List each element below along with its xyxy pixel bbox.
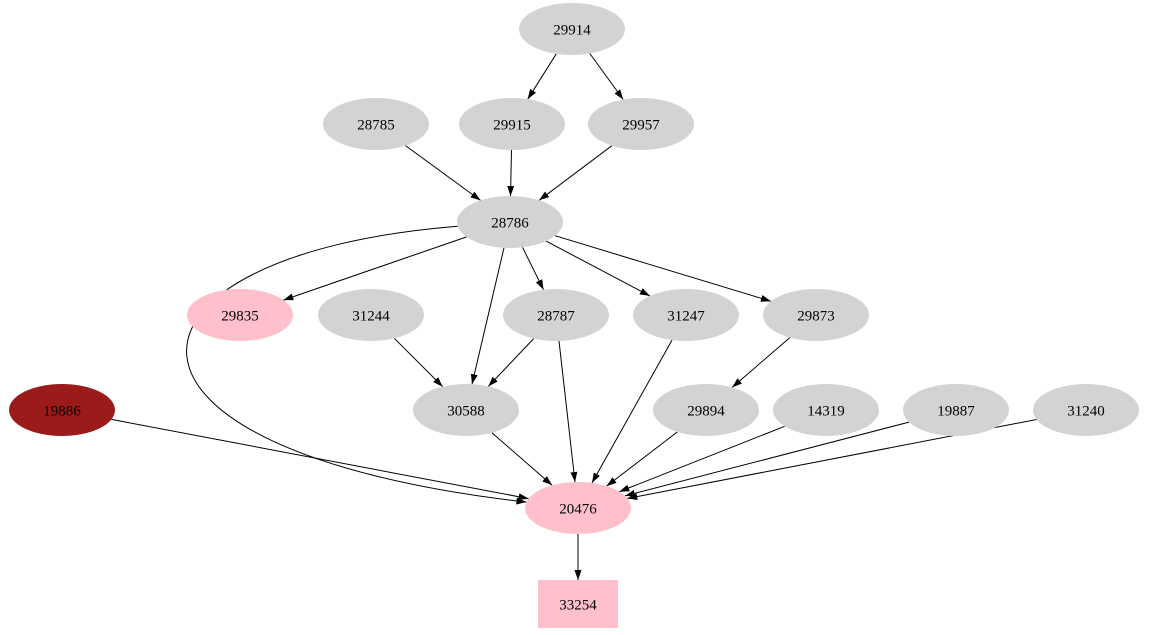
node-ellipse-14319 bbox=[773, 384, 879, 436]
graph-node-31244: 31244 bbox=[318, 289, 424, 341]
node-ellipse-30588 bbox=[413, 384, 519, 436]
edge-28786-20476 bbox=[186, 225, 527, 505]
edge-29894-20476 bbox=[606, 431, 678, 487]
node-label-19887: 19887 bbox=[937, 403, 975, 419]
node-label-31240: 31240 bbox=[1067, 403, 1105, 419]
graph-node-19887: 19887 bbox=[903, 384, 1009, 436]
edge-30588-20476 bbox=[491, 432, 553, 486]
node-ellipse-19886 bbox=[9, 384, 115, 436]
node-label-20476: 20476 bbox=[559, 501, 597, 517]
node-label-28786: 28786 bbox=[491, 215, 529, 231]
node-label-31247: 31247 bbox=[667, 308, 705, 324]
node-label-14319: 14319 bbox=[807, 403, 845, 419]
node-label-30588: 30588 bbox=[447, 403, 485, 419]
edge-19886-20476 bbox=[111, 418, 529, 501]
graph-node-20476: 20476 bbox=[525, 482, 631, 534]
node-ellipse-31244 bbox=[318, 289, 424, 341]
graph-node-30588: 30588 bbox=[413, 384, 519, 436]
node-label-33254: 33254 bbox=[559, 597, 597, 613]
edge-28787-20476 bbox=[558, 340, 578, 483]
graph-node-31240: 31240 bbox=[1033, 384, 1139, 436]
edge-29914-29915 bbox=[527, 53, 557, 100]
edge-28786-31247 bbox=[545, 240, 651, 297]
node-label-28787: 28787 bbox=[537, 308, 575, 324]
edge-28786-29873 bbox=[554, 235, 772, 302]
node-label-29835: 29835 bbox=[221, 308, 259, 324]
edge-19887-20476 bbox=[624, 421, 910, 497]
node-box-33254 bbox=[538, 580, 618, 628]
edge-29873-29894 bbox=[731, 337, 791, 388]
node-ellipse-28785 bbox=[323, 98, 429, 150]
graph-node-28785: 28785 bbox=[323, 98, 429, 150]
graph-node-33254: 33254 bbox=[538, 580, 618, 628]
node-label-29873: 29873 bbox=[797, 308, 835, 324]
graph-node-14319: 14319 bbox=[773, 384, 879, 436]
node-ellipse-29915 bbox=[459, 98, 565, 150]
node-ellipse-20476 bbox=[525, 482, 631, 534]
graph-node-28786: 28786 bbox=[457, 196, 563, 248]
node-ellipse-29914 bbox=[519, 3, 625, 55]
edge-31247-20476 bbox=[591, 339, 673, 484]
node-ellipse-29957 bbox=[588, 98, 694, 150]
edge-31244-30588 bbox=[393, 337, 444, 388]
graph-node-29915: 29915 bbox=[459, 98, 565, 150]
node-label-29915: 29915 bbox=[493, 117, 531, 133]
node-ellipse-29835 bbox=[187, 289, 293, 341]
graph-node-29914: 29914 bbox=[519, 3, 625, 55]
graph-node-28787: 28787 bbox=[503, 289, 609, 341]
edges-layer bbox=[111, 53, 1037, 580]
edge-29957-28786 bbox=[538, 145, 613, 201]
node-ellipse-28786 bbox=[457, 196, 563, 248]
node-ellipse-31247 bbox=[633, 289, 739, 341]
graph-node-29894: 29894 bbox=[653, 384, 759, 436]
graph-node-29873: 29873 bbox=[763, 289, 869, 341]
node-ellipse-19887 bbox=[903, 384, 1009, 436]
node-label-29957: 29957 bbox=[622, 117, 660, 133]
graph-node-31247: 31247 bbox=[633, 289, 739, 341]
edge-28787-30588 bbox=[487, 338, 535, 387]
graph-node-29835: 29835 bbox=[187, 289, 293, 341]
node-label-29914: 29914 bbox=[553, 22, 591, 38]
node-label-29894: 29894 bbox=[687, 403, 725, 419]
node-ellipse-29894 bbox=[653, 384, 759, 436]
node-ellipse-29873 bbox=[763, 289, 869, 341]
edge-28786-28787 bbox=[522, 247, 544, 290]
edge-14319-20476 bbox=[619, 425, 785, 493]
node-ellipse-31240 bbox=[1033, 384, 1139, 436]
node-ellipse-28787 bbox=[503, 289, 609, 341]
node-label-28785: 28785 bbox=[357, 117, 395, 133]
edge-29914-29957 bbox=[589, 53, 624, 100]
graph-node-29957: 29957 bbox=[588, 98, 694, 150]
nodes-layer: 29914 28785 29915 29957 28786 29835 31244 28787… bbox=[9, 3, 1139, 628]
edge-29915-28786 bbox=[507, 149, 515, 197]
node-label-19886: 19886 bbox=[43, 403, 81, 419]
node-label-31244: 31244 bbox=[352, 308, 390, 324]
edge-28786-29835 bbox=[283, 236, 467, 301]
graph-node-19886: 19886 bbox=[9, 384, 115, 436]
edge-28785-28786 bbox=[405, 145, 481, 201]
edge-28786-30588 bbox=[470, 247, 505, 385]
